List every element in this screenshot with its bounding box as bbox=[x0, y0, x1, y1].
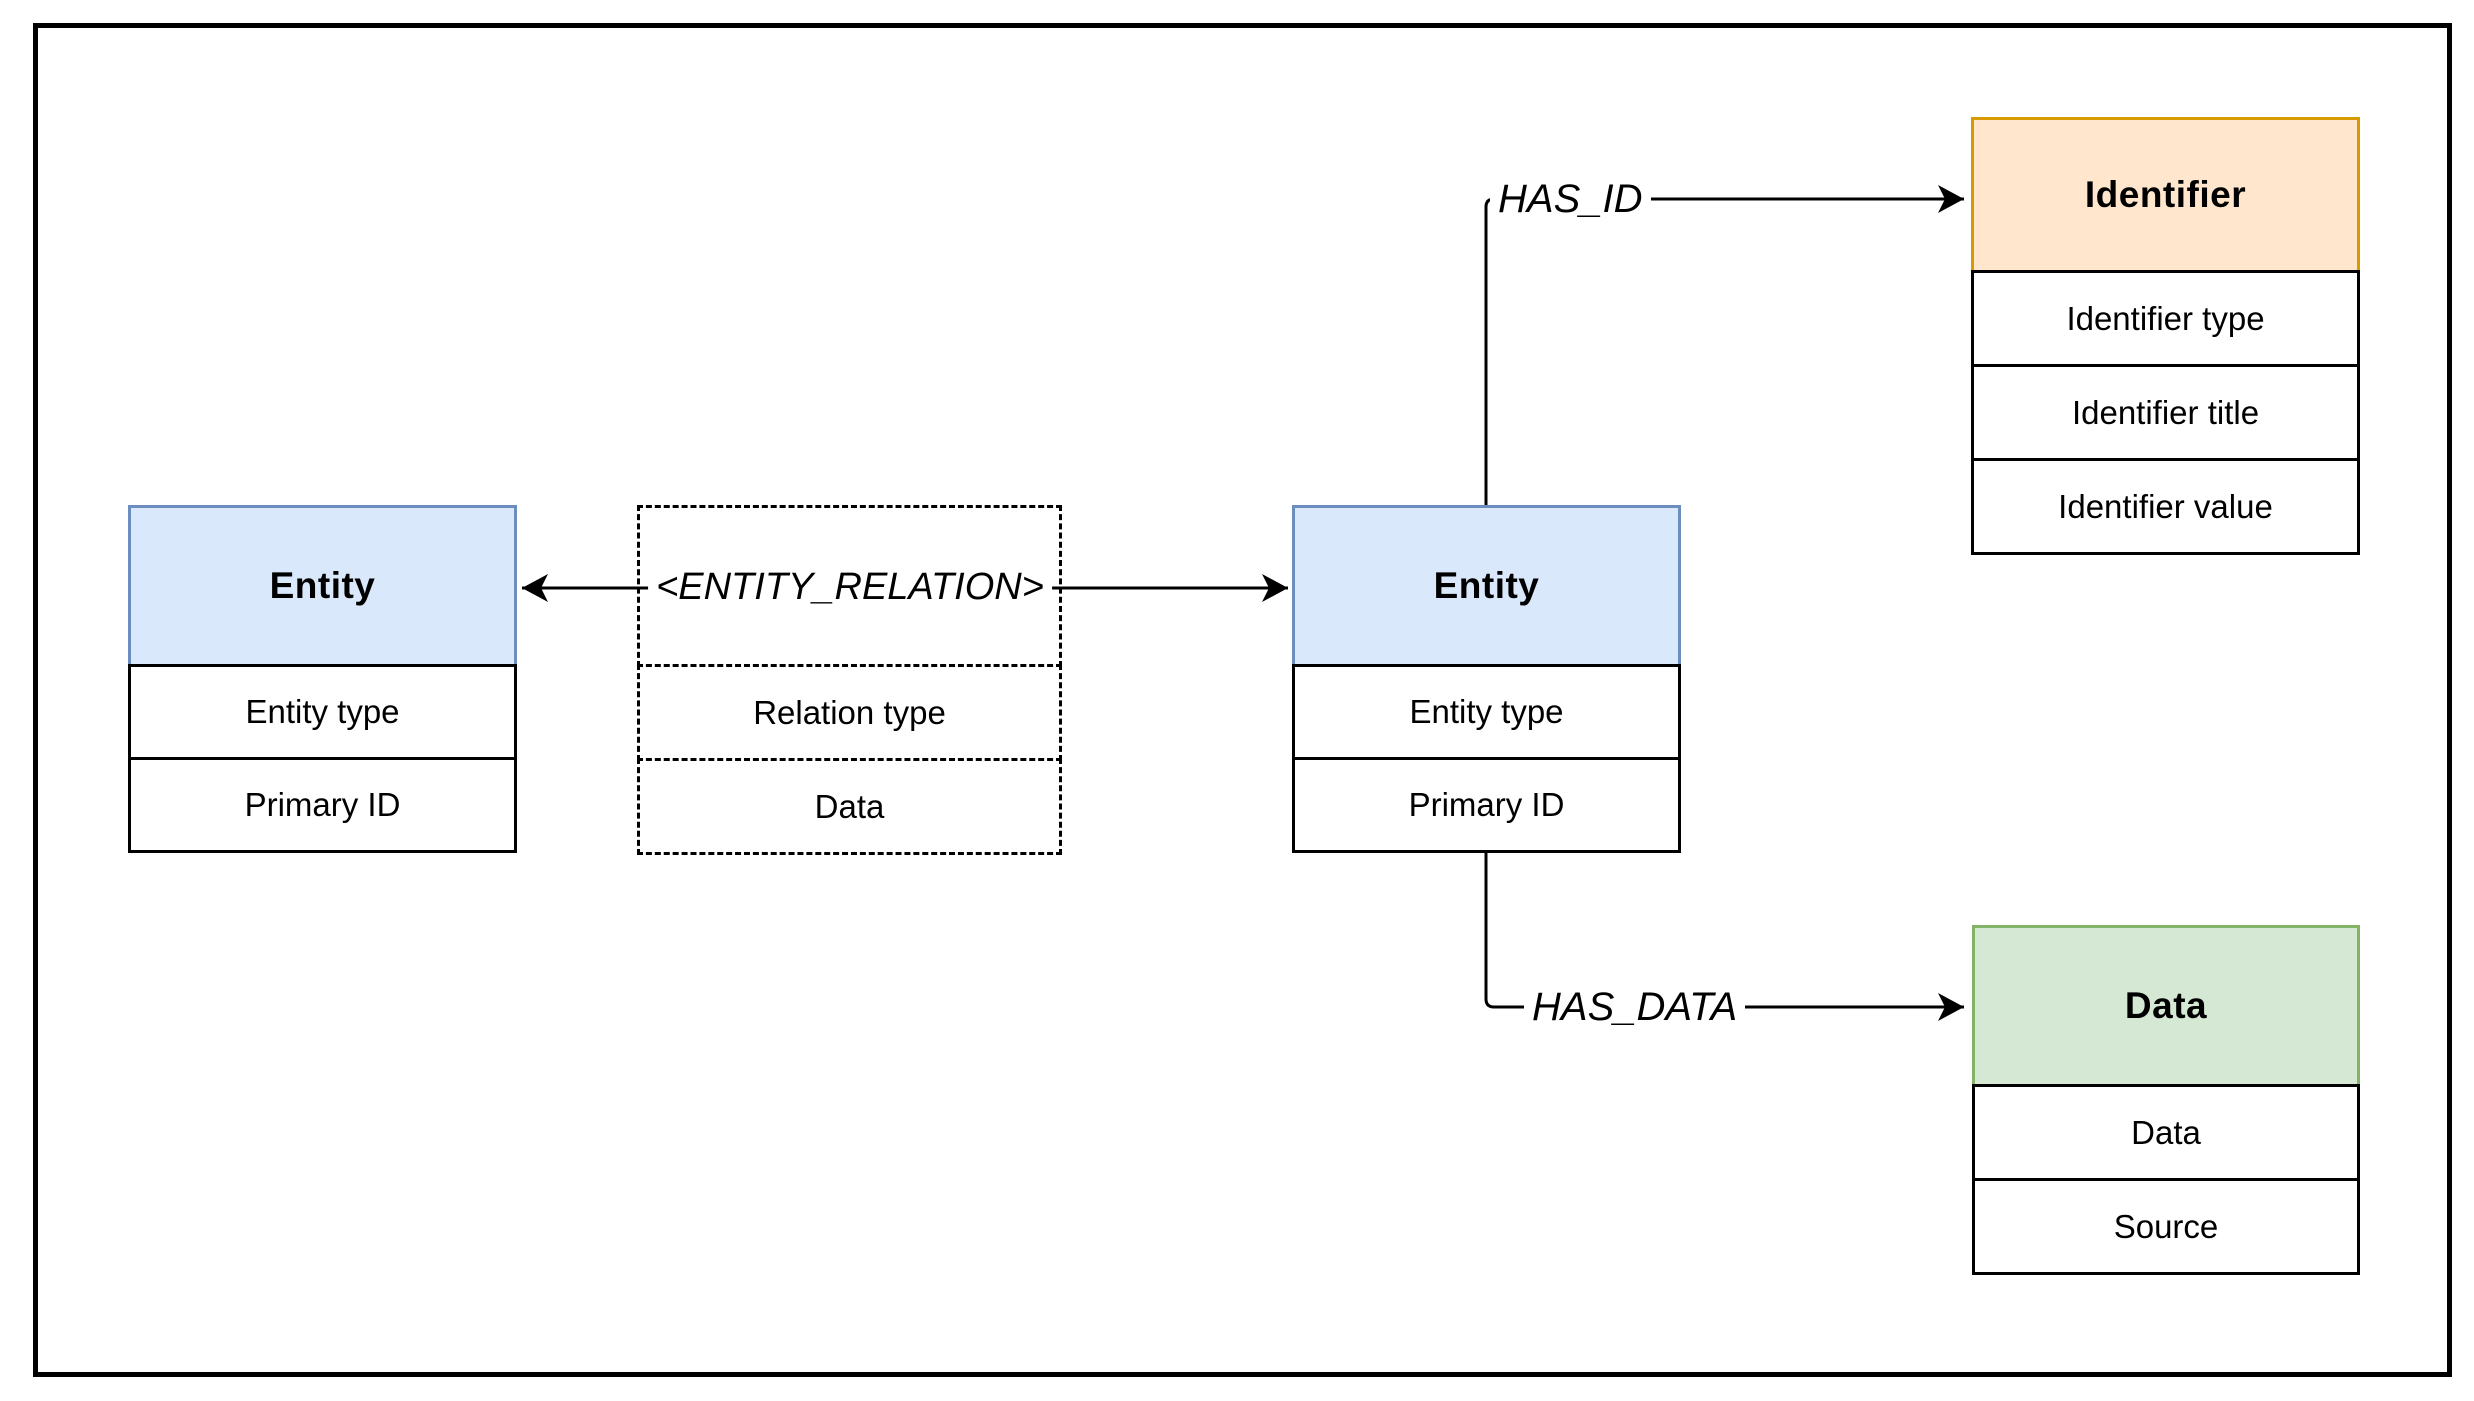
entity-left-row-primary-id: Primary ID bbox=[128, 757, 517, 853]
entity-left-row-entity-type: Entity type bbox=[128, 664, 517, 760]
identifier-box: Identifier Identifier type Identifier ti… bbox=[1971, 117, 2360, 555]
identifier-row-value: Identifier value bbox=[1971, 458, 2360, 555]
identifier-row-title: Identifier title bbox=[1971, 364, 2360, 461]
data-row-source: Source bbox=[1972, 1178, 2360, 1275]
entity-right-title: Entity bbox=[1433, 565, 1540, 606]
entity-right-row-primary-id: Primary ID bbox=[1292, 757, 1681, 853]
entity-relation-row-relation-type: Relation type bbox=[637, 664, 1062, 761]
data-title: Data bbox=[2124, 985, 2208, 1026]
entity-right-row-entity-type: Entity type bbox=[1292, 664, 1681, 760]
entity-left-header: Entity bbox=[128, 505, 517, 667]
identifier-title: Identifier bbox=[2084, 174, 2247, 215]
diagram-frame bbox=[33, 23, 2452, 1377]
entity-left-title: Entity bbox=[269, 565, 376, 606]
has-data-label: HAS_DATA bbox=[1524, 983, 1746, 1031]
entity-relation-box: Relation type Data bbox=[637, 505, 1062, 855]
identifier-row-type: Identifier type bbox=[1971, 270, 2360, 367]
entity-right-box: Entity Entity type Primary ID bbox=[1292, 505, 1681, 853]
data-row-data: Data bbox=[1972, 1084, 2360, 1181]
identifier-header: Identifier bbox=[1971, 117, 2360, 273]
entity-relation-label: <ENTITY_RELATION> bbox=[648, 565, 1052, 611]
data-box: Data Data Source bbox=[1972, 925, 2360, 1275]
has-id-label: HAS_ID bbox=[1490, 175, 1651, 223]
data-header: Data bbox=[1972, 925, 2360, 1087]
entity-relation-row-data: Data bbox=[637, 758, 1062, 855]
entity-right-header: Entity bbox=[1292, 505, 1681, 667]
entity-left-box: Entity Entity type Primary ID bbox=[128, 505, 517, 853]
